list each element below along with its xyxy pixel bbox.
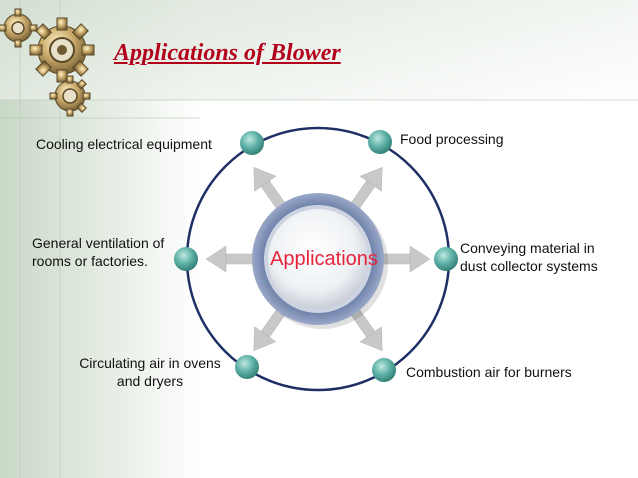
node-combustion	[372, 358, 396, 382]
label-conveying: Conveying material in dust collector sys…	[460, 239, 598, 275]
node-cooling	[240, 131, 264, 155]
node-conveying	[434, 247, 458, 271]
label-line: Combustion air for burners	[406, 364, 572, 380]
label-line: Cooling electrical equipment	[36, 136, 212, 152]
gear-icon	[0, 8, 38, 48]
label-ventilation: General ventilation of rooms or factorie…	[32, 234, 164, 270]
label-food: Food processing	[400, 130, 504, 148]
label-line: dust collector systems	[460, 258, 598, 274]
label-line: Food processing	[400, 131, 504, 147]
gear-icon	[29, 17, 95, 83]
label-line: and dryers	[116, 373, 184, 389]
arrows	[205, 166, 431, 352]
label-ovens: Circulating air in ovens and dryers	[66, 354, 234, 390]
label-combustion: Combustion air for burners	[406, 363, 572, 381]
nodes	[174, 130, 458, 382]
node-ventilation	[174, 247, 198, 271]
node-food	[368, 130, 392, 154]
center-label: Applications	[270, 248, 378, 270]
node-ovens	[235, 355, 259, 379]
label-line: General ventilation of	[32, 235, 165, 251]
page-title: Applications of Blower	[114, 40, 341, 66]
label-cooling: Cooling electrical equipment	[36, 135, 212, 153]
label-line: Circulating air in ovens	[79, 355, 221, 371]
label-line: Conveying material in	[460, 240, 595, 256]
gear-icon	[49, 75, 91, 117]
center-hub	[252, 193, 388, 329]
label-line: rooms or factories.	[32, 253, 148, 269]
